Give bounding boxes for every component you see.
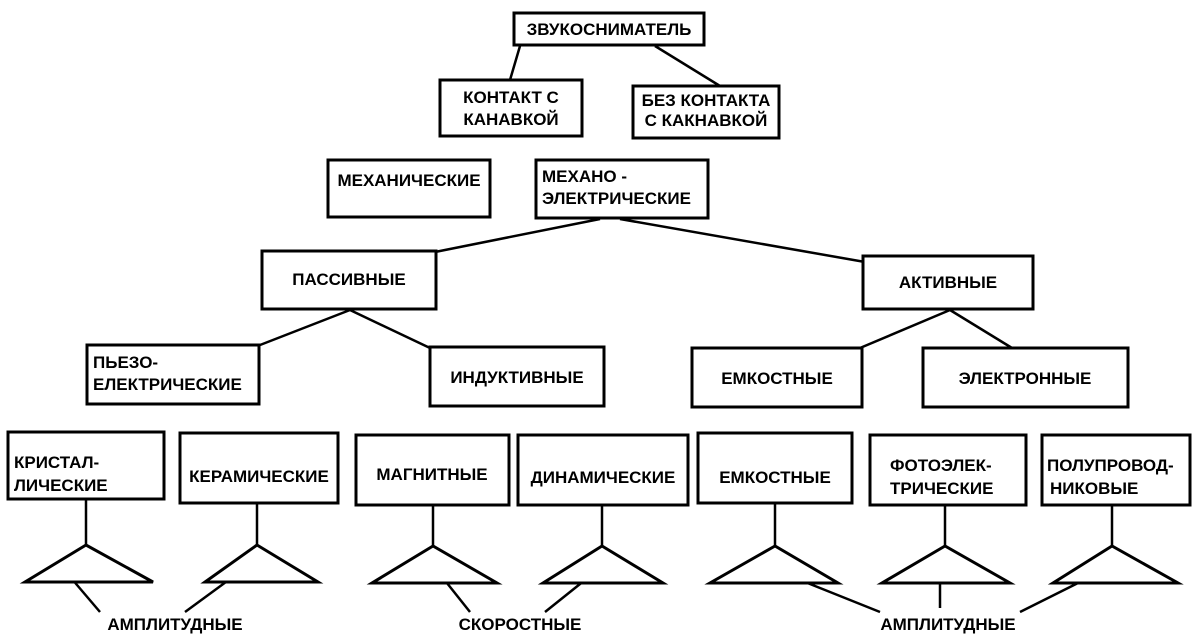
node-photo-box bbox=[868, 433, 1028, 507]
node-dynamic-box bbox=[516, 433, 690, 507]
node-semi-label-2: НИКОВЫЕ bbox=[1050, 479, 1138, 498]
node-nocontact-box bbox=[631, 84, 781, 140]
edge-passive-piezo bbox=[259, 308, 351, 347]
node-crystal-box bbox=[6, 430, 166, 501]
triangle-magnetic bbox=[366, 544, 503, 585]
node-contact-box bbox=[438, 78, 584, 138]
group-labels: АМПЛИТУДНЫЕ СКОРОСТНЫЕ АМПЛИТУДНЫЕ bbox=[107, 615, 1015, 634]
node-mechano-electric-label-1: МЕХАНО - bbox=[542, 167, 627, 186]
node-passive-label: ПАССИВНЫЕ bbox=[292, 270, 405, 289]
group-amplitude-left: АМПЛИТУДНЫЕ bbox=[107, 615, 242, 634]
edge-passive-inductive bbox=[349, 308, 431, 350]
node-inductive-label: ИНДУКТИВНЫЕ bbox=[450, 368, 583, 387]
edge-mech-active bbox=[619, 217, 866, 264]
node-active-label: АКТИВНЫЕ bbox=[899, 273, 997, 292]
node-nocontact-label-2: С КАКНАВКОЙ bbox=[645, 111, 768, 130]
node-ceramic-box bbox=[178, 431, 340, 505]
node-passive-box bbox=[260, 249, 438, 311]
node-capacitive-leaf-label: ЕМКОСТНЫЕ bbox=[719, 468, 831, 487]
boxes: ЗВУКОСНИМАТЕЛЬ КОНТАКТ С КАНАВКОЙ БЕЗ КО… bbox=[6, 11, 1192, 507]
triangle-crystal bbox=[19, 543, 154, 584]
node-pickup-label: ЗВУКОСНИМАТЕЛЬ bbox=[527, 20, 692, 39]
node-crystal-label-1: КРИСТАЛ- bbox=[14, 453, 99, 472]
node-piezo-label-1: ПЬЕЗО- bbox=[93, 353, 158, 372]
node-capacitive-leaf-box bbox=[696, 431, 854, 505]
node-mechano-electric-label-2: ЭЛЕКТРИЧЕСКИЕ bbox=[542, 189, 691, 208]
node-electronic-label: ЭЛЕКТРОННЫЕ bbox=[959, 369, 1092, 388]
node-piezo-label-2: ЕЛЕКТРИЧЕСКИЕ bbox=[93, 375, 242, 394]
triangle-ceramic bbox=[200, 543, 324, 584]
node-magnetic-label: МАГНИТНЫЕ bbox=[376, 465, 487, 484]
edge-mech-passive bbox=[434, 217, 601, 254]
triangle-dynamic bbox=[537, 544, 669, 585]
node-inductive-box bbox=[428, 345, 606, 408]
triangles bbox=[19, 543, 1184, 585]
node-contact-label-1: КОНТАКТ С bbox=[463, 88, 559, 107]
node-mechanical-label: МЕХАНИЧЕСКИЕ bbox=[337, 171, 480, 190]
triangle-semi bbox=[1047, 544, 1184, 585]
group-velocity: СКОРОСТНЫЕ bbox=[459, 615, 582, 634]
node-pickup-box bbox=[512, 11, 706, 47]
node-magnetic-box bbox=[354, 433, 511, 507]
edge-active-electronic bbox=[949, 308, 1013, 350]
node-ceramic-label: КЕРАМИЧЕСКИЕ bbox=[189, 467, 329, 486]
node-semi-label-1: ПОЛУПРОВОД- bbox=[1047, 456, 1174, 475]
node-nocontact-label-1: БЕЗ КОНТАКТА bbox=[642, 91, 771, 110]
node-capacitive-box bbox=[690, 346, 864, 409]
node-contact-label-2: КАНАВКОЙ bbox=[463, 110, 558, 129]
triangle-capacitive bbox=[704, 544, 844, 585]
node-photo-label-2: ТРИЧЕСКИЕ bbox=[890, 479, 993, 498]
edge-active-capacitive bbox=[859, 308, 951, 350]
edge-pickup-nocontact bbox=[654, 44, 721, 88]
node-piezo-box bbox=[85, 343, 261, 406]
triangle-photo bbox=[876, 544, 1016, 585]
node-crystal-label-2: ЛИЧЕСКИЕ bbox=[14, 476, 108, 495]
node-semi-box bbox=[1040, 433, 1192, 507]
node-capacitive-label: ЕМКОСТНЫЕ bbox=[721, 369, 833, 388]
node-dynamic-label: ДИНАМИЧЕСКИЕ bbox=[531, 468, 676, 487]
node-mechanical-box bbox=[326, 158, 492, 219]
node-mechano-electric-box bbox=[534, 158, 710, 220]
node-electronic-box bbox=[921, 346, 1130, 409]
group-amplitude-right: АМПЛИТУДНЫЕ bbox=[880, 615, 1015, 634]
edge-pickup-contact bbox=[508, 45, 522, 81]
node-photo-label-1: ФОТОЭЛЕК- bbox=[890, 456, 992, 475]
connectors bbox=[59, 44, 1114, 614]
node-active-box bbox=[861, 254, 1035, 311]
